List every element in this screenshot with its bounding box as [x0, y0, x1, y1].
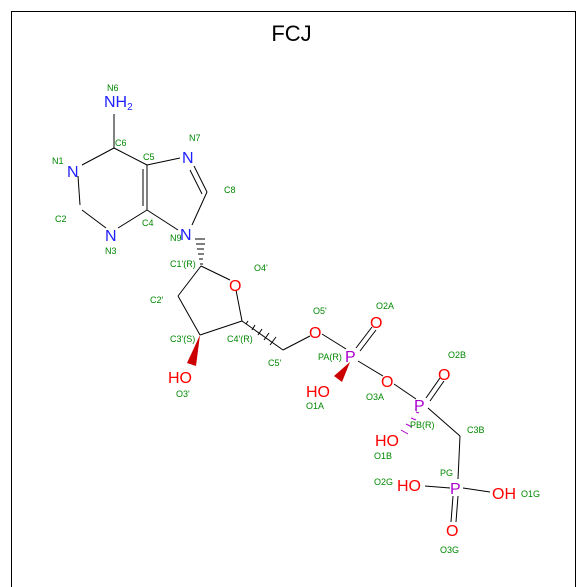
atom-o3p: HO — [168, 370, 192, 387]
label-n7: N7 — [189, 133, 201, 143]
atom-o5p: O — [309, 325, 321, 342]
bond-n1-c2 — [77, 175, 81, 206]
label-o2g: O2G — [374, 477, 393, 487]
label-c2p: C2' — [150, 295, 164, 305]
label-o3g: O3G — [440, 545, 459, 555]
bond-n7-c8-double — [189, 169, 203, 195]
atom-n9: N — [180, 227, 192, 244]
wedge-pa-o1a — [334, 362, 350, 382]
bond-pg-o3g-double — [455, 495, 459, 523]
atom-o2g: HO — [397, 478, 421, 495]
label-o4p: O4' — [254, 263, 268, 273]
label-o1g: O1G — [521, 489, 540, 499]
hashed-wedge-pb-o1b — [400, 411, 420, 435]
label-c5p: C5' — [268, 358, 282, 368]
bond-pa-o2a — [355, 326, 373, 349]
bond-c5-c6 — [113, 147, 148, 166]
atom-pb: P — [414, 398, 425, 415]
atom-pa: P — [345, 349, 356, 366]
hashed-wedge-c1p-n9 — [195, 238, 205, 265]
bond-pb-c3b — [427, 407, 461, 437]
label-n6: N6 — [107, 83, 119, 93]
label-c3b: C3B — [467, 425, 485, 435]
label-c6: C6 — [115, 138, 127, 148]
label-o1a: O1A — [306, 401, 324, 411]
bond-c5p-o5p — [282, 335, 311, 351]
bond-pa-o3a — [357, 360, 384, 377]
label-o2b: O2B — [448, 350, 466, 360]
bond-c2p-c1p — [177, 265, 202, 297]
label-pa: PA(R) — [318, 352, 342, 362]
label-c4p: C4'(R) — [227, 334, 253, 344]
atom-nh2: NH2 — [104, 94, 133, 113]
label-o3p: O3' — [176, 389, 190, 399]
atom-o2a: O — [370, 315, 382, 332]
bond-o3a-pb — [393, 383, 417, 400]
label-c2: C2 — [55, 214, 67, 224]
atom-o3g: O — [446, 523, 458, 540]
label-c5: C5 — [143, 152, 155, 162]
bond-o5p-pa — [321, 333, 347, 350]
atom-o1g: OH — [492, 486, 516, 503]
bond-pg-o2g — [424, 485, 451, 489]
atom-o1b: HO — [375, 433, 399, 450]
atom-pg: P — [450, 481, 461, 498]
label-c3p: C3'(S) — [170, 334, 195, 344]
bond-n3-c4 — [117, 209, 148, 229]
bond-pa-o2a-double — [359, 329, 377, 352]
label-pg: PG — [440, 468, 453, 478]
bond-c3p-c2p — [177, 295, 201, 336]
atom-o3a: O — [381, 374, 393, 391]
diagram-title: FCJ — [271, 21, 312, 46]
bond-c1p-o4p — [200, 265, 231, 281]
label-o3a: O3A — [366, 392, 384, 402]
label-c4: C4 — [142, 218, 154, 228]
hashed-wedge-c4p-c5p — [245, 320, 277, 346]
bond-c5-n7 — [146, 157, 181, 166]
label-n1: N1 — [52, 156, 64, 166]
label-c8: C8 — [224, 185, 236, 195]
bond-n9-c4 — [146, 209, 179, 231]
atom-o4p: O — [229, 278, 241, 295]
bond-pg-o1g — [462, 487, 491, 493]
bond-n7-c8 — [193, 165, 208, 193]
bond-c4p-c5p — [241, 320, 284, 351]
label-o1b: O1B — [374, 451, 392, 461]
bond-c3b-pg — [457, 435, 461, 480]
bond-o4p-c4p — [235, 289, 243, 322]
bond-c2-n3 — [81, 209, 107, 229]
label-n9: N9 — [170, 233, 182, 243]
label-o5p: O5' — [313, 306, 327, 316]
atom-n1: N — [67, 164, 79, 181]
bond-pg-o3g — [450, 495, 454, 523]
bond-c4p-c3p — [199, 320, 243, 336]
atom-n7: N — [182, 150, 194, 167]
wedge-c3p-o3p — [187, 335, 200, 366]
atom-symbol-layer: NH2 N N N N O O O P O HO O P HO HO P HO … — [67, 94, 516, 540]
atom-o1a: HO — [306, 384, 330, 401]
label-pb: PB(R) — [410, 420, 435, 430]
bond-layer — [77, 114, 491, 523]
atom-label-layer: N6 C6 N1 C5 N7 C8 C2 C4 N3 N9 C1'(R) O4'… — [52, 83, 540, 555]
label-c1p: C1'(R) — [170, 259, 196, 269]
atom-o2b: O — [438, 367, 450, 384]
label-n3: N3 — [105, 246, 117, 256]
bond-pb-o2b-double — [429, 380, 445, 402]
bond-c6-n1 — [81, 147, 115, 166]
bond-c8-n9 — [191, 191, 208, 226]
bond-pb-o2b — [425, 377, 441, 399]
atom-n3: N — [105, 228, 117, 245]
label-o2a: O2A — [376, 301, 394, 311]
